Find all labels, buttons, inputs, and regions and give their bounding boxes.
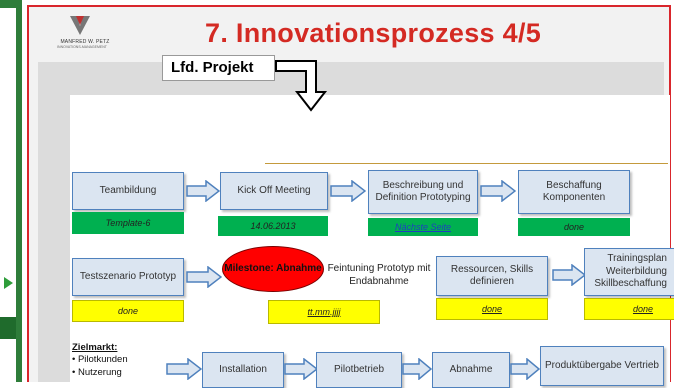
status-done: done	[518, 218, 630, 236]
flow-arrow-icon	[402, 358, 432, 380]
process-box-pilotbetrieb[interactable]: Pilotbetrieb	[316, 352, 402, 388]
callout-arrow-icon	[275, 60, 328, 112]
process-box-produktuebergabe[interactable]: Produktübergabe Vertrieb	[540, 346, 664, 386]
process-box-abnahme[interactable]: Abnahme	[432, 352, 510, 388]
process-box-ressourcen[interactable]: Ressourcen, Skills definieren	[436, 256, 548, 296]
process-box-installation[interactable]: Installation	[202, 352, 284, 388]
flow-arrow-icon	[186, 180, 220, 202]
process-box-beschaffung[interactable]: Beschaffung Komponenten	[518, 170, 630, 214]
status-done: done	[72, 300, 184, 322]
feintuning-label: Feintuning Prototyp mit Endabnahme	[327, 263, 431, 287]
process-box-trainingsplan[interactable]: Trainingsplan Weiterbildung Skillbeschaf…	[584, 248, 674, 296]
zielmarkt-title: Zielmarkt:	[72, 342, 118, 353]
status-done-text: done	[481, 304, 503, 314]
process-box-teambildung[interactable]: Teambildung	[72, 172, 184, 210]
status-date-placeholder: tt.mm.jjjj	[268, 300, 380, 324]
logo-mark-icon	[70, 16, 90, 35]
status-done-text: done	[632, 304, 653, 314]
process-box-kickoff[interactable]: Kick Off Meeting	[220, 172, 328, 210]
status-template: Template-6	[72, 212, 184, 234]
zielmarkt-item: • Nutzerung	[72, 366, 122, 378]
logo-subtitle: INNOVATIONS-MANAGEMENT	[57, 45, 107, 49]
logo-name: MANFRED W. PETZ	[60, 39, 110, 45]
date-placeholder-text: tt.mm.jjjj	[307, 307, 341, 317]
flow-arrow-icon	[284, 358, 318, 380]
flow-arrow-icon	[166, 358, 202, 380]
nav-arrow-icon[interactable]	[2, 276, 14, 290]
status-next-page-container: Nächste Seite	[368, 218, 478, 236]
flow-arrow-icon	[552, 264, 586, 286]
zielmarkt-block: Zielmarkt: • Pilotkunden • Nutzerung	[72, 342, 172, 382]
company-logo: MANFRED W. PETZ INNOVATIONS-MANAGEMENT	[40, 12, 120, 54]
status-done: done	[436, 298, 548, 320]
flow-arrow-icon	[510, 358, 540, 380]
flow-arrow-icon	[186, 266, 222, 288]
left-strip-border	[16, 0, 22, 382]
flow-arrow-icon	[480, 180, 516, 202]
zielmarkt-item: • Pilotkunden	[72, 354, 128, 366]
divider-line	[265, 163, 668, 164]
milestone-abnahme[interactable]: Milestone: Abnahme	[222, 246, 324, 292]
left-strip-top-bar	[0, 0, 16, 8]
status-done: done	[584, 298, 674, 320]
flow-arrow-icon	[330, 180, 366, 202]
nav-tab-button[interactable]	[0, 317, 16, 339]
next-page-link[interactable]: Nächste Seite	[394, 222, 452, 232]
status-date: 14.06.2013	[218, 216, 328, 236]
process-diagram	[70, 95, 670, 382]
slide-title: 7. Innovationsprozess 4/5	[205, 18, 542, 48]
callout-label: Lfd. Projekt	[162, 55, 275, 81]
process-box-testszenario[interactable]: Testszenario Prototyp	[72, 258, 184, 296]
process-box-beschreibung[interactable]: Beschreibung und Definition Prototyping	[368, 170, 478, 214]
